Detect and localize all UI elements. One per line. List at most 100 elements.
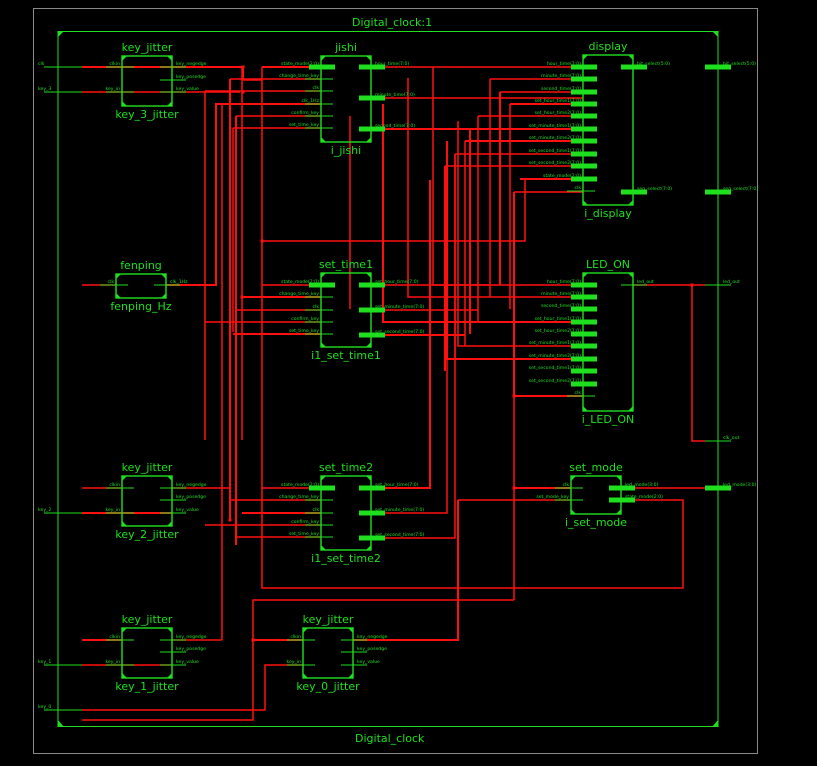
net-wire — [353, 500, 459, 641]
cell-key_0_jitter[interactable]: key_jitterkey_0_jitterclkinkey_inkey_neg… — [286, 613, 387, 693]
input-bus-pin[interactable] — [571, 101, 597, 107]
cell-i_display[interactable]: displayi_displayhour_time(7:0)minute_tim… — [529, 40, 673, 220]
output-bus-pin[interactable] — [359, 282, 385, 288]
port-label: clk — [38, 61, 45, 67]
cell-i_jishi[interactable]: jishii_jishistate_mode(2:0)change_time_k… — [279, 41, 415, 157]
output-bus-pin[interactable] — [609, 485, 635, 491]
cell-body[interactable] — [582, 272, 634, 412]
output-bus-pin[interactable] — [359, 485, 385, 491]
input-pin-label: set_time_key — [289, 122, 319, 128]
cell-corner — [116, 293, 121, 298]
input-pin-label: set_minute_time2(7:0) — [529, 353, 581, 359]
cell-body[interactable] — [121, 475, 173, 527]
output-bus-pin[interactable] — [609, 497, 635, 503]
cell-module-name: set_mode — [569, 461, 623, 474]
cell-body[interactable] — [115, 273, 167, 299]
cell-instance-name: key_0_jitter — [296, 680, 360, 693]
cell-corner — [161, 274, 166, 279]
output-bus-pin[interactable] — [359, 95, 385, 101]
cell-module-name: jishi — [334, 41, 357, 54]
input-pin-label: clkin — [290, 634, 301, 640]
input-bus-pin[interactable] — [571, 163, 597, 169]
input-bus-pin[interactable] — [571, 282, 597, 288]
output-bus-pin[interactable] — [621, 189, 647, 195]
cell-body[interactable] — [121, 627, 173, 679]
cell-body[interactable] — [302, 627, 354, 679]
top-input-port-key_1[interactable]: key_1 — [38, 659, 82, 666]
input-pin-label: state_mode(2:0) — [281, 482, 319, 488]
output-pin-label: minute_time(7:0) — [375, 92, 415, 98]
input-bus-pin[interactable] — [309, 64, 335, 70]
cell-instance-name: key_2_jitter — [115, 528, 179, 541]
cell-i1_set_time2[interactable]: set_time2i1_set_time2state_mode(2:0)chan… — [279, 461, 424, 565]
output-bus-pin[interactable] — [359, 510, 385, 516]
output-bus-pin[interactable] — [359, 535, 385, 541]
output-bus-pin[interactable] — [621, 64, 647, 70]
cell-body[interactable] — [121, 55, 173, 107]
input-bus-pin[interactable] — [571, 356, 597, 362]
cell-i1_set_time1[interactable]: set_time1i1_set_time1state_mode(2:0)chan… — [279, 258, 424, 362]
cell-i_LED_ON[interactable]: LED_ONi_LED_ONhour_time(7:0)minute_time(… — [529, 258, 654, 426]
input-bus-pin[interactable] — [571, 381, 597, 387]
port-bus-stub[interactable] — [705, 189, 731, 195]
output-pin-label: hour_time(7:0) — [375, 61, 409, 67]
input-bus-pin[interactable] — [571, 64, 597, 70]
input-bus-pin[interactable] — [571, 306, 597, 312]
top-module-frame[interactable] — [57, 31, 719, 727]
net-junction — [228, 518, 232, 522]
cell-corner — [321, 342, 326, 347]
input-bus-pin[interactable] — [571, 368, 597, 374]
input-bus-pin[interactable] — [309, 282, 335, 288]
net-junction — [512, 394, 516, 398]
cell-key_1_jitter[interactable]: key_jitterkey_1_jitterclkinkey_inkey_neg… — [105, 613, 206, 693]
view-border — [33, 8, 758, 754]
input-bus-pin[interactable] — [309, 485, 335, 491]
cell-instance-name: i1_set_time2 — [311, 552, 381, 565]
top-output-port-led_out[interactable]: led_out — [705, 279, 740, 286]
top-input-port-clk[interactable]: clk — [38, 61, 82, 68]
cell-key_2_jitter[interactable]: key_jitterkey_2_jitterclkinkey_inkey_neg… — [105, 461, 206, 541]
input-bus-pin[interactable] — [571, 138, 597, 144]
output-bus-pin[interactable] — [359, 332, 385, 338]
top-output-port-clk_out[interactable]: clk_out — [705, 435, 739, 442]
input-bus-pin[interactable] — [571, 89, 597, 95]
cell-corner — [628, 273, 633, 278]
top-input-port-key_0[interactable]: key_0 — [38, 704, 82, 711]
top-output-port-seg_select7-0[interactable]: seg_select(7:0) — [705, 186, 758, 195]
cell-corner — [122, 628, 127, 633]
output-bus-pin[interactable] — [359, 64, 385, 70]
cell-corner — [167, 56, 172, 61]
input-bus-pin[interactable] — [571, 176, 597, 182]
output-pin-label: second_time(7:0) — [375, 123, 415, 129]
cell-module-name: key_jitter — [303, 613, 354, 626]
top-input-port-key_3[interactable]: key_3 — [38, 86, 82, 93]
port-bus-stub[interactable] — [705, 64, 731, 70]
cell-i_set_mode[interactable]: set_modei_set_modeclkset_mode_keyled_mod… — [536, 461, 663, 529]
input-bus-pin[interactable] — [571, 151, 597, 157]
top-input-port-key_2[interactable]: key_2 — [38, 507, 82, 514]
input-bus-pin[interactable] — [571, 319, 597, 325]
input-bus-pin[interactable] — [571, 76, 597, 82]
input-bus-pin[interactable] — [571, 113, 597, 119]
port-bus-stub[interactable] — [705, 485, 731, 491]
output-bus-pin[interactable] — [359, 126, 385, 132]
cell-instance-name: i_LED_ON — [582, 413, 635, 426]
input-pin-label: state_mode(2:0) — [281, 279, 319, 285]
cell-key_3_jitter[interactable]: key_jitterkey_3_jitterclkinkey_inkey_neg… — [105, 41, 206, 121]
input-pin-label: minute_time(7:0) — [541, 291, 581, 297]
top-output-port-bit_select5-0[interactable]: bit_select(5:0) — [705, 61, 756, 70]
output-pin-label: key_negedge — [176, 482, 207, 488]
top-output-port-led_mode3-0[interactable]: led_mode(3:0) — [705, 482, 757, 491]
input-bus-pin[interactable] — [571, 343, 597, 349]
input-pin-label: clk — [575, 185, 582, 191]
output-bus-pin[interactable] — [359, 307, 385, 313]
input-bus-pin[interactable] — [571, 126, 597, 132]
cell-body[interactable] — [570, 475, 622, 515]
cell-module-name: fenping — [120, 259, 162, 272]
input-bus-pin[interactable] — [571, 294, 597, 300]
output-pin-label: set_minute_time(7:0) — [375, 304, 424, 310]
input-bus-pin[interactable] — [571, 331, 597, 337]
cell-corner — [167, 476, 172, 481]
